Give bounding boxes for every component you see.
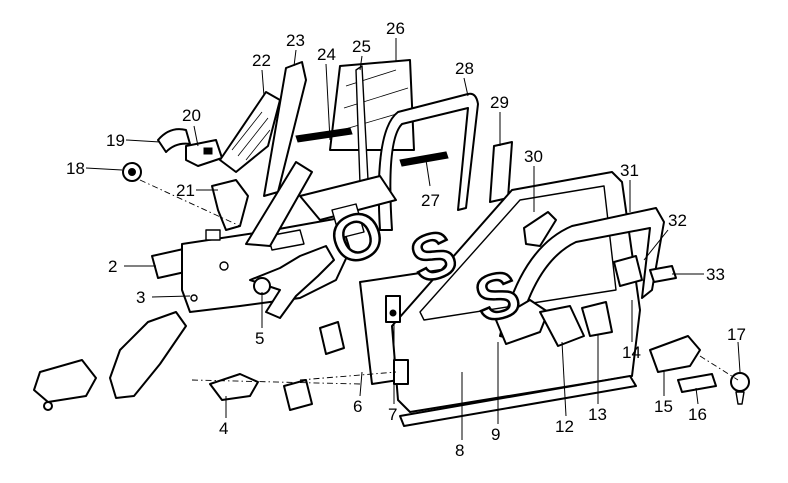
callout-27: 27 — [421, 191, 440, 210]
part-clip-small — [283, 379, 313, 411]
part-28-run-channel — [377, 92, 479, 231]
callout-16: 16 — [688, 405, 707, 424]
callout-9: 9 — [491, 425, 500, 444]
part-23-pillar-seal — [263, 61, 307, 197]
callout-33: 33 — [706, 265, 725, 284]
callout-21: 21 — [176, 181, 195, 200]
front-door-shell — [359, 171, 750, 427]
leader-lines — [85, 38, 741, 440]
callout-30: 30 — [524, 147, 543, 166]
part-15-check-strap — [649, 335, 701, 373]
callout-22: 22 — [252, 51, 271, 70]
callout-3: 3 — [136, 288, 145, 307]
callout-24: 24 — [317, 45, 336, 64]
part-16-pull-pad — [677, 373, 717, 393]
callout-26: 26 — [386, 19, 405, 38]
callout-6: 6 — [353, 397, 362, 416]
part-7-hinge — [385, 295, 401, 323]
part-3-clip-hole — [205, 229, 221, 241]
part-27-glass-strip — [399, 151, 449, 167]
part-22-quarter-glass — [219, 91, 281, 173]
part-7-hinge-pin — [389, 309, 397, 317]
callout-2: 2 — [108, 257, 117, 276]
callout-25: 25 — [352, 37, 371, 56]
callout-15: 15 — [654, 397, 673, 416]
part-26-door-glass — [329, 59, 415, 151]
callout-5: 5 — [255, 329, 264, 348]
callout-7: 7 — [388, 405, 397, 424]
part-25-regulator-rail — [299, 175, 397, 221]
callout-23: 23 — [286, 31, 305, 50]
part-30-inside-handle — [523, 211, 557, 247]
callout-28: 28 — [455, 59, 474, 78]
callout-labels: 2 3 4 5 6 7 8 9 12 13 14 15 16 17 18 19 … — [66, 19, 746, 460]
part-regulator-motor — [33, 359, 97, 403]
part-14-lower-seal — [399, 375, 637, 427]
callout-12: 12 — [555, 417, 574, 436]
part-5-lock-mechanism — [249, 245, 335, 319]
part-motor-connector — [43, 401, 53, 411]
part-13-outer-handle — [581, 301, 613, 337]
part-12-speaker-cover — [539, 305, 585, 347]
part-24-channel-strip — [295, 127, 353, 143]
part-25-regulator-clip — [331, 203, 365, 239]
part-3-screw-hole — [190, 294, 198, 302]
part-21-hinge — [211, 179, 249, 231]
part-regulator-arm — [109, 311, 187, 399]
callout-4: 4 — [219, 419, 228, 438]
callout-18: 18 — [66, 159, 85, 178]
callout-31: 31 — [620, 161, 639, 180]
part-3-screw-hole — [219, 261, 229, 271]
part-7-lower-hinge — [393, 359, 409, 385]
callout-32: 32 — [668, 211, 687, 230]
callout-20: 20 — [182, 106, 201, 125]
part-22-glass-hatch — [231, 111, 271, 161]
part-8-window-opening — [419, 185, 617, 321]
part-19-bracket — [157, 128, 191, 153]
callout-29: 29 — [490, 93, 509, 112]
part-9-regulator — [495, 299, 549, 345]
part-5-pivot — [253, 277, 271, 295]
callout-14: 14 — [622, 343, 641, 362]
part-18-center — [128, 168, 136, 176]
callout-13: 13 — [588, 405, 607, 424]
part-33-lock-cylinder — [649, 265, 677, 283]
callout-8: 8 — [455, 441, 464, 460]
rear-door-inner-panel — [33, 59, 513, 411]
part-17-key — [735, 391, 745, 405]
part-clip-block — [319, 321, 345, 355]
callout-19: 19 — [106, 131, 125, 150]
part-3-trim-panel — [181, 217, 351, 313]
part-20-bolt — [203, 147, 213, 155]
part-22-vent-glass — [245, 161, 313, 247]
part-17-key-cylinder — [730, 372, 750, 392]
part-32-lock — [613, 255, 643, 287]
callout-17: 17 — [727, 325, 746, 344]
part-4-clip — [209, 373, 259, 401]
